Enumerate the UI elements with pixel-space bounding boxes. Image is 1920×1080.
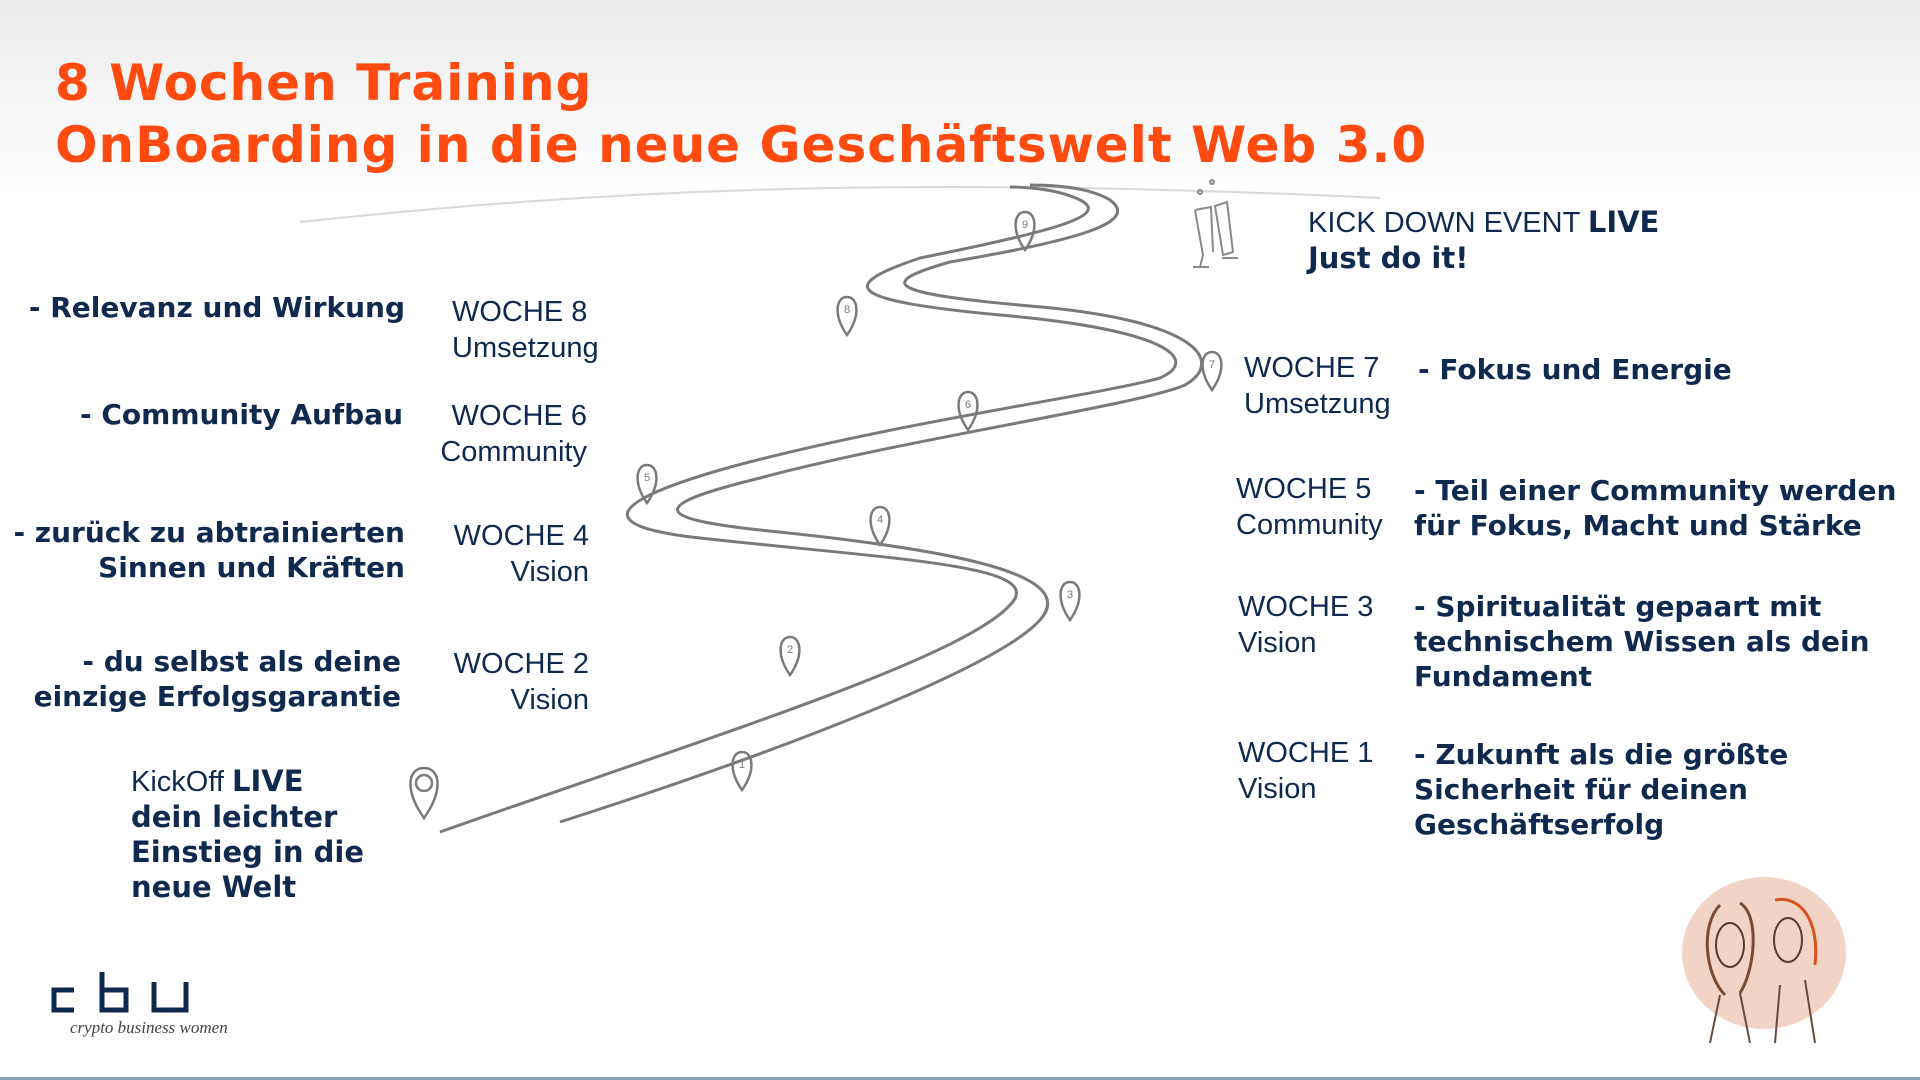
week-6-label: WOCHE 6 Community bbox=[440, 400, 587, 468]
map-pin-icon: 7 bbox=[1201, 350, 1223, 393]
week-8-label: WOCHE 8 Umsetzung bbox=[452, 296, 599, 364]
map-pin-icon: 8 bbox=[836, 295, 858, 338]
map-pin-icon: 9 bbox=[1014, 210, 1036, 253]
desc-week-3: - Spiritualität gepaart mit technischem … bbox=[1414, 590, 1870, 693]
desc-week-5: - Teil einer Community werden für Fokus,… bbox=[1414, 474, 1897, 542]
cbw-logo-mark bbox=[51, 972, 189, 1013]
title-line-1: 8 Wochen Training bbox=[55, 54, 593, 112]
cbw-logo: crypto business women bbox=[50, 968, 250, 1048]
map-pin-number: 5 bbox=[644, 472, 650, 484]
title-line-2: OnBoarding in die neue Geschäftswelt Web… bbox=[55, 116, 1428, 174]
map-pin-number: 3 bbox=[1067, 589, 1073, 601]
map-pin-number: 9 bbox=[1022, 219, 1028, 231]
kickdown-event: KICK DOWN EVENT LIVE Just do it! bbox=[1308, 205, 1659, 276]
kickdown-label: KICK DOWN EVENT bbox=[1308, 207, 1588, 239]
desc-week-7: - Fokus und Energie bbox=[1418, 353, 1732, 386]
map-pin-number: 1 bbox=[739, 759, 745, 771]
kickoff-pin-icon bbox=[409, 766, 439, 821]
week-4-label: WOCHE 4 Vision bbox=[453, 520, 589, 588]
map-pin-icon: 4 bbox=[869, 505, 891, 548]
portrait-illustration bbox=[1680, 875, 1848, 1043]
logo-tagline: crypto business women bbox=[70, 1018, 228, 1037]
map-pin-number: 2 bbox=[787, 644, 793, 656]
desc-week-2: - du selbst als deine einzige Erfolgsgar… bbox=[33, 645, 401, 713]
kickoff-block: KickOff LIVE dein leichter Einstieg in d… bbox=[131, 764, 365, 904]
bottom-border bbox=[0, 1077, 1920, 1080]
desc-week-4: - zurück zu abtrainierten Sinnen und Krä… bbox=[13, 516, 405, 584]
map-pin-number: 6 bbox=[965, 399, 971, 411]
map-pin-number: 4 bbox=[877, 514, 883, 526]
map-pin-icon: 1 bbox=[731, 750, 753, 793]
desc-week-6: - Community Aufbau bbox=[79, 398, 403, 431]
map-pin-icon: 6 bbox=[957, 390, 979, 433]
road-edge-right bbox=[559, 183, 1203, 824]
week-5-label: WOCHE 5 Community bbox=[1236, 473, 1383, 541]
road-edge-left bbox=[439, 185, 1178, 834]
desc-week-1: - Zukunft als die größte Sicherheit für … bbox=[1414, 738, 1789, 841]
map-pin-number: 7 bbox=[1209, 359, 1215, 371]
champagne-glasses-icon bbox=[1193, 179, 1238, 268]
week-1-label: WOCHE 1 Vision bbox=[1238, 737, 1374, 805]
map-pin-icon: 2 bbox=[779, 635, 801, 678]
map-pin-number: 8 bbox=[844, 304, 850, 316]
page-title: 8 Wochen Training OnBoarding in die neue… bbox=[55, 52, 1427, 176]
map-pin-icon: 5 bbox=[636, 463, 658, 506]
map-pin-icon: 3 bbox=[1059, 580, 1081, 623]
kickdown-slogan: Just do it! bbox=[1308, 241, 1469, 275]
week-7-label: WOCHE 7 Umsetzung bbox=[1244, 352, 1391, 420]
kickdown-live: LIVE bbox=[1587, 205, 1660, 239]
desc-week-8: - Relevanz und Wirkung bbox=[28, 291, 405, 324]
week-3-label: WOCHE 3 Vision bbox=[1238, 591, 1374, 659]
week-2-label: WOCHE 2 Vision bbox=[453, 648, 589, 716]
